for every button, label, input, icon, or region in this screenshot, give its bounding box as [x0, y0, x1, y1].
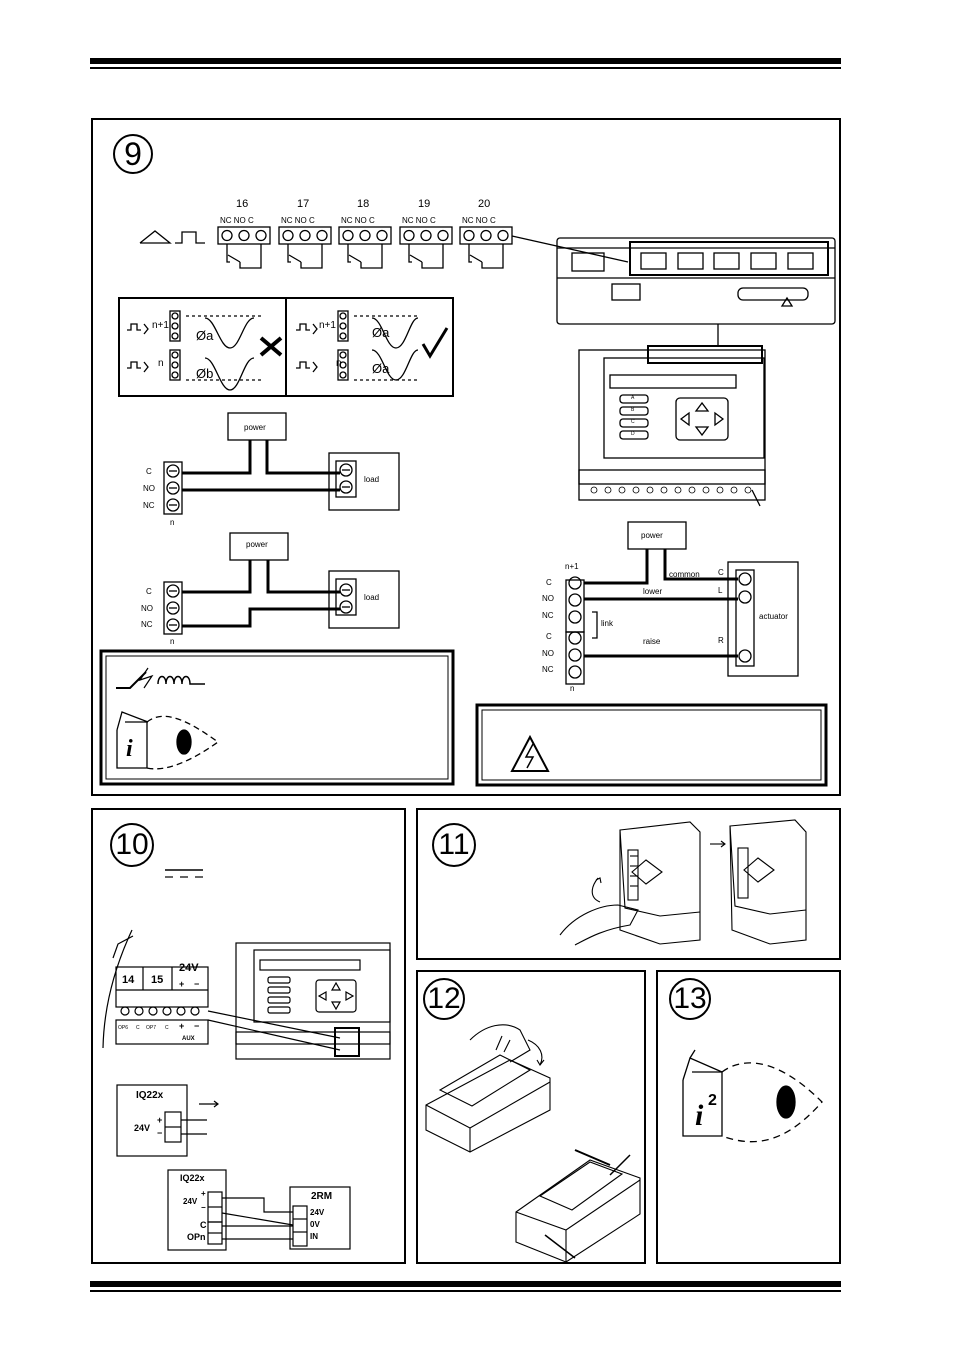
- actuator-l-label: L: [718, 586, 723, 595]
- wiring1-power-label: power: [244, 423, 266, 432]
- panel-step-11: [416, 808, 841, 960]
- panel-step-10: [91, 808, 406, 1264]
- step-13-superscript: 2: [708, 1092, 717, 1109]
- svg-text:i: i: [695, 1099, 704, 1132]
- panel-step-13: [656, 970, 841, 1264]
- terminal-15-label: 15: [151, 974, 164, 986]
- actuator-n-label: n: [570, 684, 575, 693]
- wiring1-c-label: C: [146, 467, 152, 476]
- actuator-n1-label: n+1: [565, 562, 579, 571]
- step-13-number: 13: [669, 978, 711, 1020]
- wiring2-nc-label: NC: [141, 620, 153, 629]
- terminal-24v-label: 24V: [179, 962, 199, 974]
- iq22x-label: IQ22x: [136, 1090, 164, 1101]
- bottom-rule-thick: [90, 1281, 841, 1287]
- relay-16-label: 16: [236, 198, 249, 210]
- terminal-c1-label: C: [136, 1025, 140, 1031]
- phase-ok-a2: Øa: [372, 361, 390, 376]
- wiring2-c-label: C: [146, 587, 152, 596]
- actuator-nc2: NC: [542, 665, 554, 674]
- step-9-number: 9: [113, 134, 153, 174]
- wiring1-no-label: NO: [143, 484, 155, 493]
- terminal-op7-label: OP7: [146, 1025, 157, 1031]
- wiring2-n-label: n: [170, 637, 175, 646]
- wiring1-n-label: n: [170, 518, 175, 527]
- iq22x-24v-label: 24V: [134, 1123, 151, 1133]
- relay-17-label: 17: [297, 198, 310, 210]
- rm-label: 2RM: [311, 1191, 333, 1202]
- actuator-raise-label: raise: [643, 637, 661, 646]
- relay-18-label: 18: [357, 198, 370, 210]
- controller-key-d: D: [631, 431, 635, 437]
- phase-ok-n1: n+1: [319, 320, 336, 331]
- terminal-c2-label: C: [165, 1025, 169, 1031]
- phase-x-n: n: [158, 358, 164, 369]
- actuator-common-label: common: [669, 570, 700, 579]
- actuator-r-label: R: [718, 636, 724, 645]
- top-rule-thin: [90, 67, 841, 69]
- rm-24v-label: 24V: [310, 1208, 325, 1217]
- iq22x-plus-label: +: [157, 1115, 163, 1125]
- rm-0v-label: 0V: [310, 1220, 320, 1229]
- contact-labels-19: NC NO C: [402, 216, 436, 225]
- wiring1-nc-label: NC: [143, 501, 155, 510]
- actuator-no2: NO: [542, 649, 554, 658]
- actuator-power-label: power: [641, 531, 663, 540]
- terminal-aux-label: AUX: [182, 1036, 195, 1042]
- relay-19-label: 19: [418, 198, 431, 210]
- terminal-aux-plus: +: [179, 1021, 185, 1031]
- terminal-aux-minus: −: [194, 1021, 200, 1031]
- contact-labels-17: NC NO C: [281, 216, 315, 225]
- actuator-nc1: NC: [542, 611, 554, 620]
- contact-labels-20: NC NO C: [462, 216, 496, 225]
- iq22x-second-opn: OPn: [187, 1232, 206, 1242]
- actuator-no1: NO: [542, 594, 554, 603]
- top-rule-thick: [90, 58, 841, 64]
- panel-step-12: [416, 970, 646, 1264]
- contact-labels-16: NC NO C: [220, 216, 254, 225]
- iq22x-minus-label: −: [157, 1128, 163, 1138]
- step-10-number: 10: [110, 823, 154, 867]
- iq22x-second-24v: 24V: [183, 1197, 198, 1206]
- terminal-plus-label: +: [179, 979, 185, 989]
- iq22x-second-minus: −: [201, 1203, 206, 1212]
- phase-ok-n: n: [336, 358, 342, 369]
- wiring1-load-label: load: [364, 475, 380, 484]
- iq22x-second-c: C: [200, 1220, 207, 1230]
- actuator-device-label: actuator: [759, 612, 788, 621]
- contact-labels-18: NC NO C: [341, 216, 375, 225]
- phase-ok-a1: Øa: [372, 325, 390, 340]
- controller-key-b: B: [631, 407, 635, 413]
- panel-step-9: [91, 118, 841, 796]
- actuator-c1: C: [546, 578, 552, 587]
- iq22x-second-plus: +: [201, 1189, 206, 1198]
- controller-key-c: C: [631, 419, 635, 425]
- rm-in-label: IN: [310, 1232, 318, 1241]
- wiring2-load-label: load: [364, 593, 380, 602]
- iq22x-second-label: IQ22x: [180, 1173, 205, 1183]
- actuator-c2: C: [546, 632, 552, 641]
- actuator-link-label: link: [601, 619, 614, 628]
- phase-x-a: Øa: [196, 328, 214, 343]
- terminal-op6-label: OP6: [118, 1025, 129, 1031]
- svg-text:i: i: [126, 736, 133, 762]
- actuator-c-label: C: [718, 568, 724, 577]
- wiring2-no-label: NO: [141, 604, 153, 613]
- phase-x-n1: n+1: [152, 320, 169, 331]
- phase-x-b: Øb: [196, 366, 214, 381]
- step-11-number: 11: [432, 823, 476, 867]
- relay-20-label: 20: [478, 198, 491, 210]
- actuator-lower-label: lower: [643, 587, 663, 596]
- terminal-14-label: 14: [122, 974, 135, 986]
- wiring2-power-label: power: [246, 540, 268, 549]
- controller-key-a: A: [631, 395, 635, 401]
- step-12-number: 12: [423, 978, 465, 1020]
- terminal-minus-label: −: [194, 979, 200, 989]
- bottom-rule-thin: [90, 1290, 841, 1292]
